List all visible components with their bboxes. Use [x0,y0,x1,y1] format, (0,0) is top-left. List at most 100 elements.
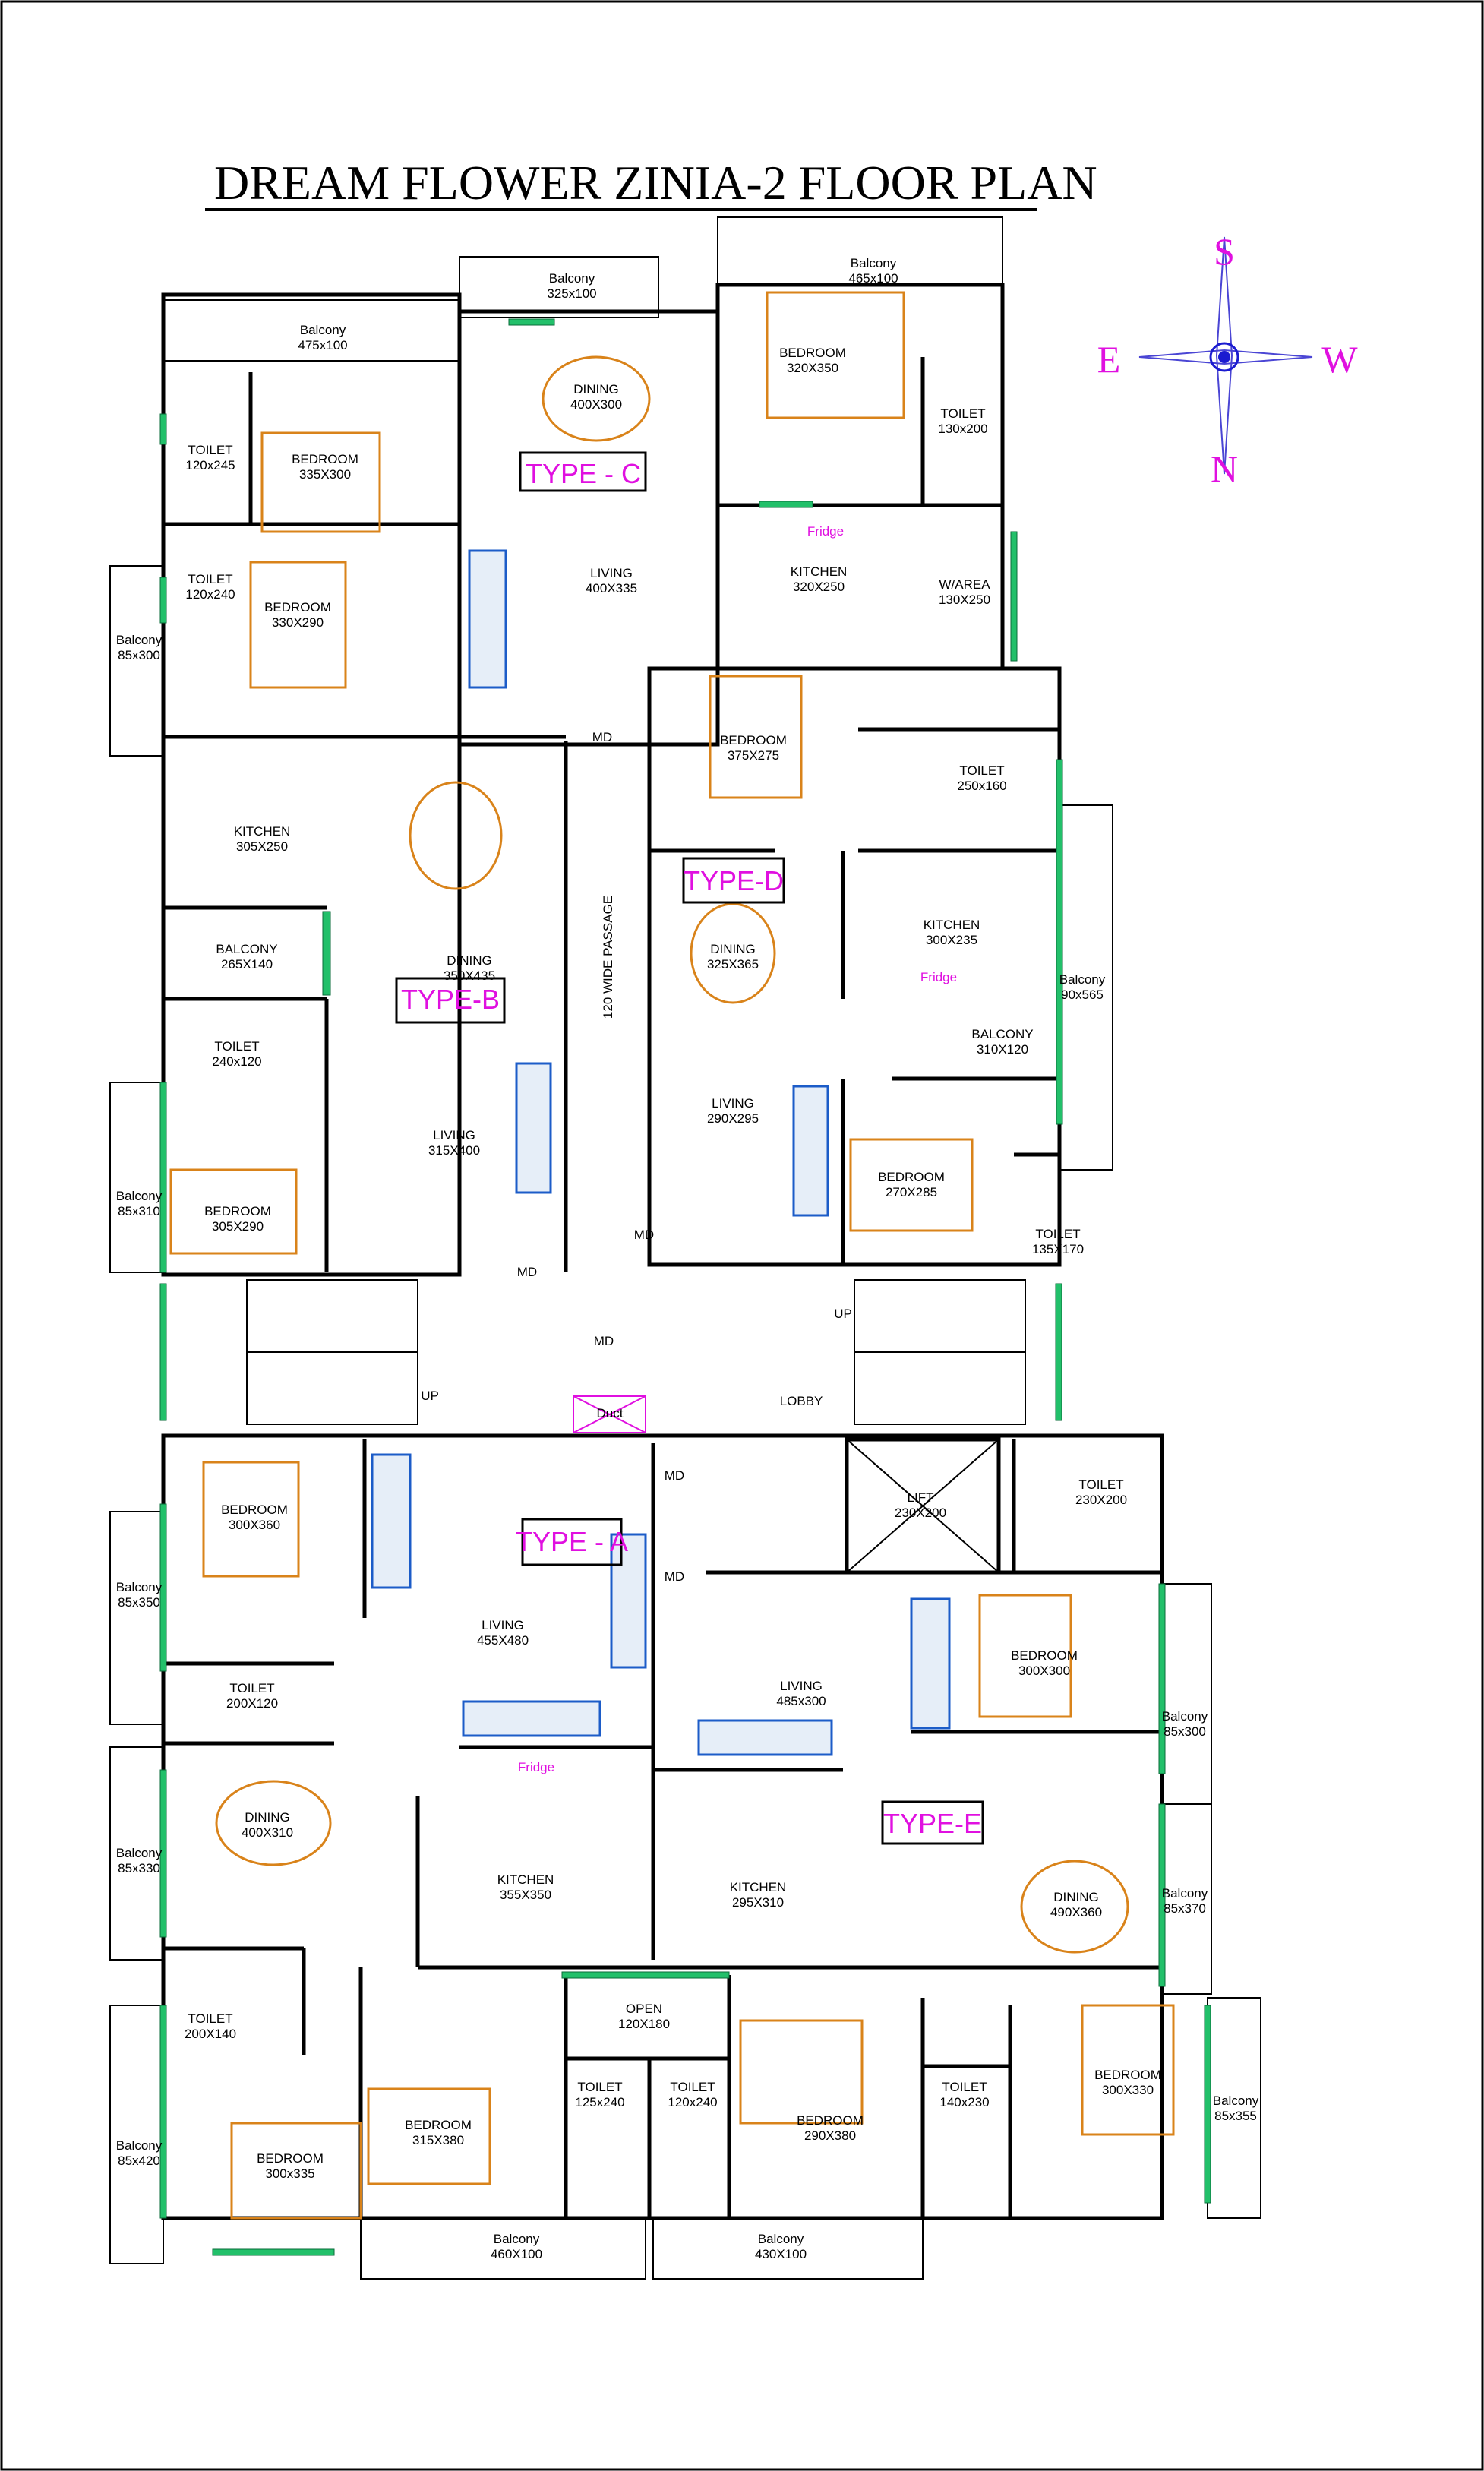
room-name-label: TOILET [940,406,985,421]
room-size-label: 330X290 [272,615,324,630]
md-label: MD [517,1265,537,1279]
room-size-label: 85x420 [118,2153,160,2168]
room-name-label: TOILET [214,1039,259,1054]
compass-south-label: S [1214,230,1235,273]
room-size-label: 120x245 [185,458,235,472]
windows [159,318,1211,2256]
room-size-label: 135X170 [1032,1242,1084,1256]
fridge-label: Fridge [807,524,844,539]
room-size-label: 265X140 [221,957,273,972]
room-name-label: KITCHEN [924,918,980,932]
room-name-label: BEDROOM [257,2151,324,2166]
room-size-label: 295X310 [732,1895,784,1910]
room-size-label: 305X290 [212,1219,264,1234]
room-size-label: 400X335 [586,581,637,596]
room-name-label: Balcony [494,2232,540,2246]
room-name-label: LIVING [482,1618,524,1632]
duct-box [573,1395,646,1433]
room-name-label: BEDROOM [1011,1648,1078,1663]
compass-north-label: N [1211,447,1238,490]
room-size-label: 320X350 [787,361,838,375]
room-size-label: 85x310 [118,1204,160,1218]
room-name-label: TOILET [577,2080,622,2094]
room-size-label: 315X380 [412,2133,464,2147]
room-size-label: 290X380 [804,2128,856,2143]
room-name-label: Balcony [116,2138,163,2153]
room-size-label: 85x355 [1214,2109,1257,2123]
room-size-label: 130x200 [938,422,987,436]
room-name-label: OPEN [626,2002,662,2016]
room-size-label: 475x100 [298,338,347,352]
furniture [169,291,1175,2220]
room-name-label: TOILET [188,443,232,457]
room-size-label: 85x370 [1164,1901,1206,1916]
room-name-label: BALCONY [216,942,277,956]
type-e-label: TYPE-E [883,1808,982,1839]
room-size-label: 325x100 [547,286,596,301]
room-name-label: Balcony [1059,972,1106,987]
room-size-label: 325X365 [707,957,759,972]
compass-west-label: W [1321,338,1358,381]
room-name-label: DINING [573,382,619,397]
upper-walls [109,216,1113,1277]
up-label: UP [834,1307,852,1321]
room-name-label: DINING [447,953,492,968]
plan-title: DREAM FLOWER ZINIA-2 FLOOR PLAN [214,156,1097,210]
room-size-label: 120x240 [185,587,235,602]
room-name-label: Balcony [1162,1886,1208,1901]
room-size-label: 490X360 [1050,1905,1102,1920]
room-size-label: 230X200 [1075,1493,1127,1507]
type-a-label: TYPE - A [516,1526,628,1557]
room-name-label: BEDROOM [1094,2068,1161,2082]
room-name-label: TOILET [670,2080,715,2094]
room-name-label: Balcony [1213,2093,1259,2108]
md-label: MD [592,730,612,744]
duct-label: Duct [597,1406,624,1420]
room-size-label: 300X235 [926,933,977,947]
room-size-label: 85x330 [118,1861,160,1875]
room-name-label: KITCHEN [730,1880,787,1894]
room-size-label: 300x335 [265,2166,314,2181]
room-size-label: 230X200 [895,1506,946,1520]
room-size-label: 90x565 [1061,987,1104,1002]
room-name-label: TOILET [188,572,232,586]
fridge-label: Fridge [518,1760,554,1774]
room-name-label: BEDROOM [204,1204,271,1218]
md-label: MD [594,1334,614,1348]
room-name-label: DINING [1053,1890,1099,1904]
room-size-label: 460X100 [491,2247,542,2261]
room-name-label: TOILET [188,2011,232,2026]
room-name-label: BEDROOM [292,452,358,466]
lobby-label: LOBBY [780,1394,823,1408]
room-name-label: BEDROOM [878,1170,945,1184]
room-name-label: LIVING [433,1128,475,1142]
room-size-label: 200X120 [226,1696,278,1711]
type-b-label: TYPE-B [401,984,500,1015]
room-size-label: 400X300 [570,397,622,412]
md-label: MD [665,1468,684,1483]
room-name-label: BEDROOM [797,2113,864,2128]
room-name-label: TOILET [959,763,1004,778]
md-label: MD [634,1228,654,1242]
room-name-label: TOILET [1078,1477,1123,1492]
room-name-label: BEDROOM [264,600,331,615]
room-size-label: 300X360 [229,1518,280,1532]
room-size-label: 290X295 [707,1111,759,1126]
room-size-label: 335X300 [299,467,351,482]
room-name-label: BALCONY [971,1027,1033,1041]
room-name-label: LIVING [712,1096,754,1111]
room-size-label: 125x240 [575,2095,624,2109]
room-size-label: 320X250 [793,580,845,594]
room-size-label: 140x230 [939,2095,989,2109]
room-name-label: BEDROOM [720,733,787,747]
room-name-label: DINING [245,1810,290,1825]
room-name-label: Balcony [116,1580,163,1594]
room-name-label: BEDROOM [405,2118,472,2132]
room-size-label: 120x240 [668,2095,717,2109]
fridge-label: Fridge [920,970,957,984]
compass-east-label: E [1097,338,1121,381]
room-size-label: 430X100 [755,2247,807,2261]
room-name-label: Balcony [116,633,163,647]
room-name-label: Balcony [851,256,897,270]
